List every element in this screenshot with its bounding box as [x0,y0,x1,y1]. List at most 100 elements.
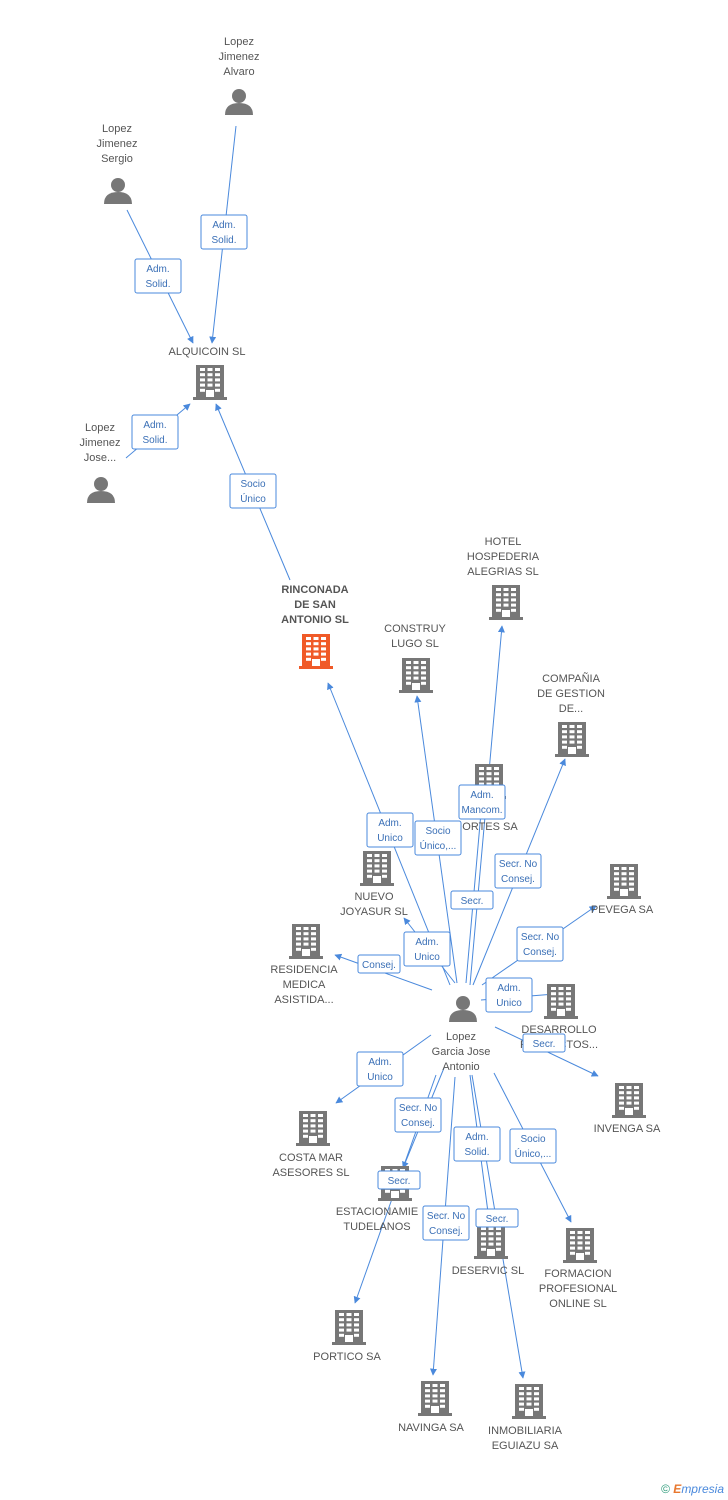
edge-label-box[interactable]: SocioÚnico,... [509,1128,557,1164]
node-label-line: LUGO SL [391,638,439,650]
brand-logo-initial: E [673,1482,682,1496]
edge-label-text: Adm. [497,983,520,994]
node-portico[interactable]: PORTICO SA [313,1310,381,1363]
edge-label-box[interactable]: Secr. No Consej. [422,1205,470,1241]
edge-label-text: Único,... [420,839,457,852]
edge-label-text: Único [240,492,266,505]
edge-label-text: Secr. No [499,859,538,870]
edges-layer [125,125,599,1379]
node-navinga[interactable]: NAVINGA SA [398,1381,465,1434]
edge-label-box[interactable]: Adm. Unico [366,812,414,848]
node-label-line: Jimenez [80,437,121,449]
edge-label-text: Único,... [515,1147,552,1160]
building-icon [563,1228,597,1263]
edge-label-box[interactable]: Secr. [377,1170,421,1190]
edge-label-box[interactable]: Consej. [357,954,401,974]
edge-label-text: Secr. [486,1214,509,1225]
edge-label-box[interactable]: Secr. [450,890,494,910]
node-label-line: ALEGRIAS SL [467,566,539,578]
node-label-line: INMOBILIARIA [488,1425,563,1437]
edge-label-box[interactable]: Adm.Unico [485,977,533,1013]
node-deservic[interactable]: DESERVIC SL [452,1224,525,1277]
node-label-line: CONSTRUY [384,623,446,635]
node-residencia[interactable]: RESIDENCIAMEDICAASISTIDA... [270,924,338,1006]
node-label-line: TUDELANOS [343,1221,410,1233]
edge-label-text: Adm. [146,264,169,275]
edge-label-text: Mancom. [461,805,502,816]
node-label-line: Garcia Jose [432,1046,491,1058]
edge-label-text: Adm. [143,420,166,431]
building-icon [399,658,433,693]
node-label-line: JOYASUR SL [340,906,408,918]
edge-label-box[interactable]: Secr. [522,1033,566,1053]
building-icon [418,1381,452,1416]
node-jose[interactable]: LopezJimenezJose... [80,422,121,503]
node-label-line: HOTEL [485,536,522,548]
edge-label-box[interactable]: Adm.Solid. [200,214,248,250]
footer-brand: © Empresia [661,1482,724,1496]
edge-label-box[interactable]: Adm.Mancom. [458,784,506,820]
edge-label-box[interactable]: Adm.Unico [403,931,451,967]
node-label-line: ANTONIO SL [281,614,349,626]
edge-label-box[interactable]: Adm.Solid. [134,258,182,294]
edge-label-text: Unico [377,833,403,844]
node-pevega[interactable]: PEVEGA SA [591,864,654,916]
edge-label-text: Adm. [465,1132,488,1143]
node-alquicoin[interactable]: ALQUICOIN SL [168,346,246,400]
node-label-line: Jimenez [219,51,260,63]
edge-label-text: Secr. No [427,1211,466,1222]
node-label-line: Lopez [85,422,115,434]
edge-label-text: Adm. [415,937,438,948]
edge-label-box[interactable]: Adm.Solid. [453,1126,501,1162]
copyright-symbol: © [661,1482,670,1496]
edge-label-box[interactable]: Adm. Solid. [131,414,179,450]
node-invenga[interactable]: INVENGA SA [594,1083,661,1135]
node-label-line: NUEVO [354,891,394,903]
node-label-line: PORTICO SA [313,1351,381,1363]
edge-label-box[interactable]: Secr. [475,1208,519,1228]
edge-label-text: Consej. [362,960,396,971]
node-label-line: DE... [559,703,583,715]
node-label-line: DESERVIC SL [452,1265,525,1277]
node-label-line: ESTACIONAMIE [336,1206,418,1218]
edge-label-text: Secr. [388,1176,411,1187]
node-joyasur[interactable]: NUEVO JOYASUR SL [340,851,408,918]
edge-label-text: Adm. [378,818,401,829]
building-icon [512,1384,546,1419]
edge-label-text: Consej. [429,1226,463,1237]
edge-label-text: Unico [367,1072,393,1083]
edge-label-text: Consej. [401,1118,435,1129]
node-label-line: Sergio [101,153,133,165]
edge-label-text: Adm. [368,1057,391,1068]
building-icon [544,984,578,1019]
edge-label-box[interactable]: Adm. Unico [356,1051,404,1087]
node-label-line: ASISTIDA... [274,994,333,1006]
node-label-line: Lopez [446,1031,476,1043]
edge-label-text: Solid. [211,235,236,246]
building-icon [289,924,323,959]
building-icon [474,1224,508,1259]
edge-label-box[interactable]: SocioÚnico,... [414,820,462,856]
node-label-line: RESIDENCIA [270,964,338,976]
node-construy[interactable]: CONSTRUY LUGO SL [384,623,447,693]
building-icon [332,1310,366,1345]
edge-label-text: Solid. [142,435,167,446]
edge-label-text: Socio [425,826,450,837]
edge-label-text: Secr. No [521,932,560,943]
brand-logo-text: mpresia [681,1482,724,1496]
node-label-line: NAVINGA SA [398,1422,464,1434]
